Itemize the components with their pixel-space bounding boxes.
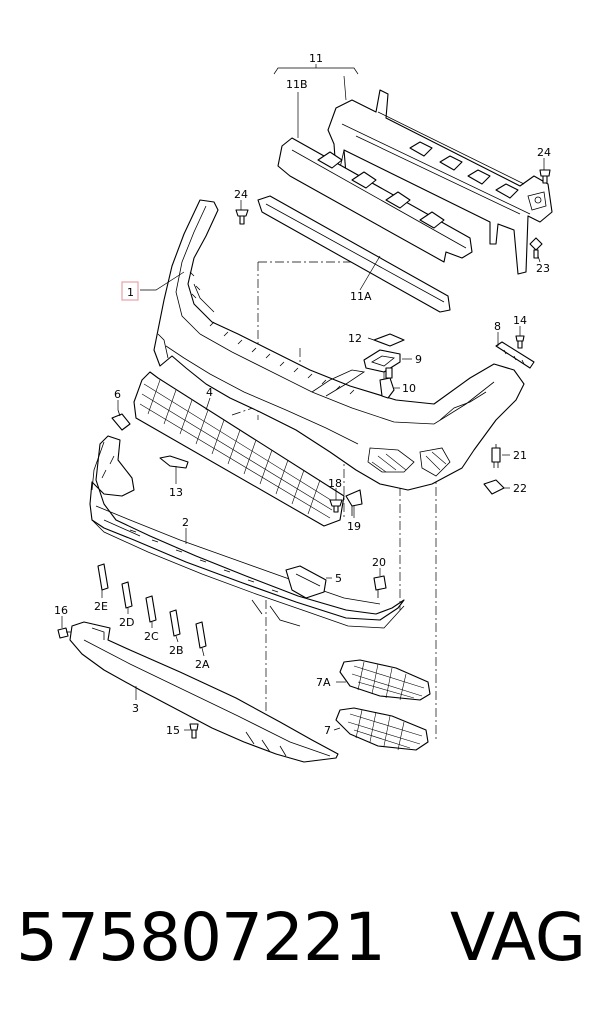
insert-2e (97, 563, 109, 591)
callout-22: 22 (513, 482, 527, 495)
callout-19: 19 (347, 520, 361, 533)
callout-5: 5 (335, 572, 342, 585)
callout-11b: 11B (286, 78, 308, 91)
callout-7: 7 (324, 724, 331, 737)
clip-22 (483, 479, 505, 495)
callout-11a: 11A (350, 290, 372, 303)
screw-23 (529, 237, 543, 259)
callout-1-highlight (121, 281, 139, 301)
bracket-part (379, 377, 395, 399)
leader-lines (61, 64, 545, 731)
side-guide-part (495, 341, 535, 369)
clip-20 (373, 575, 387, 598)
callout-9: 9 (415, 353, 422, 366)
callout-7a: 7A (316, 676, 331, 689)
clip-19 (345, 489, 363, 516)
callout-2e: 2E (94, 600, 108, 613)
insert-2b (169, 609, 181, 637)
callout-8: 8 (494, 320, 501, 333)
callout-21: 21 (513, 449, 527, 462)
callout-14: 14 (513, 314, 527, 327)
screw-14 (515, 335, 525, 349)
fog-grille-7-part (335, 707, 429, 751)
insert-2a (195, 621, 207, 649)
brand-label: VAG (449, 899, 586, 976)
lower-trim-part (69, 621, 339, 763)
callout-1: 1 (127, 286, 134, 299)
clip-21 (491, 444, 501, 468)
callout-23: 23 (536, 262, 550, 275)
callout-labels: 11 11B 24 24 23 11A 1 12 9 10 8 14 6 4 1… (54, 52, 551, 737)
callout-2c: 2C (144, 630, 159, 643)
callout-2: 2 (182, 516, 189, 529)
callout-3: 3 (132, 702, 139, 715)
absorber-part (277, 137, 473, 263)
callout-6: 6 (114, 388, 121, 401)
bracket-5 (285, 565, 327, 599)
clip-13 (159, 455, 189, 469)
bumper-cover-part (153, 199, 525, 491)
footer: 575807221 VAG (0, 888, 600, 988)
cover-cap-part (373, 333, 405, 347)
callout-20: 20 (372, 556, 386, 569)
callout-13: 13 (169, 486, 183, 499)
screw-24-left (235, 209, 249, 225)
screw-18 (329, 499, 343, 513)
screw-16 (57, 627, 72, 639)
grille-part (133, 371, 345, 527)
tow-eye-cover-part (363, 349, 401, 379)
part-number: 575807221 (16, 899, 386, 976)
callout-24-right: 24 (537, 146, 551, 159)
screw-15 (189, 723, 199, 739)
callout-15: 15 (166, 724, 180, 737)
insert-2c (145, 595, 157, 623)
callout-12: 12 (348, 332, 362, 345)
screw-24-right (539, 169, 551, 184)
insert-2d (121, 581, 133, 609)
impact-bar-part (327, 89, 553, 275)
upper-strip-part (257, 195, 451, 313)
parts-diagram: 11 11B 24 24 23 11A 1 12 9 10 8 14 6 4 1… (54, 52, 553, 763)
callout-10: 10 (402, 382, 416, 395)
callout-16: 16 (54, 604, 68, 617)
lower-spoiler-part (89, 435, 405, 629)
callout-2b: 2B (169, 644, 184, 657)
callout-4: 4 (206, 386, 213, 399)
clip-6 (111, 409, 131, 431)
callout-18: 18 (328, 477, 342, 490)
callout-11: 11 (309, 52, 323, 65)
callout-24-left: 24 (234, 188, 248, 201)
callout-2a: 2A (195, 658, 210, 671)
callout-2d: 2D (119, 616, 134, 629)
fog-grille-7a-part (339, 659, 431, 701)
